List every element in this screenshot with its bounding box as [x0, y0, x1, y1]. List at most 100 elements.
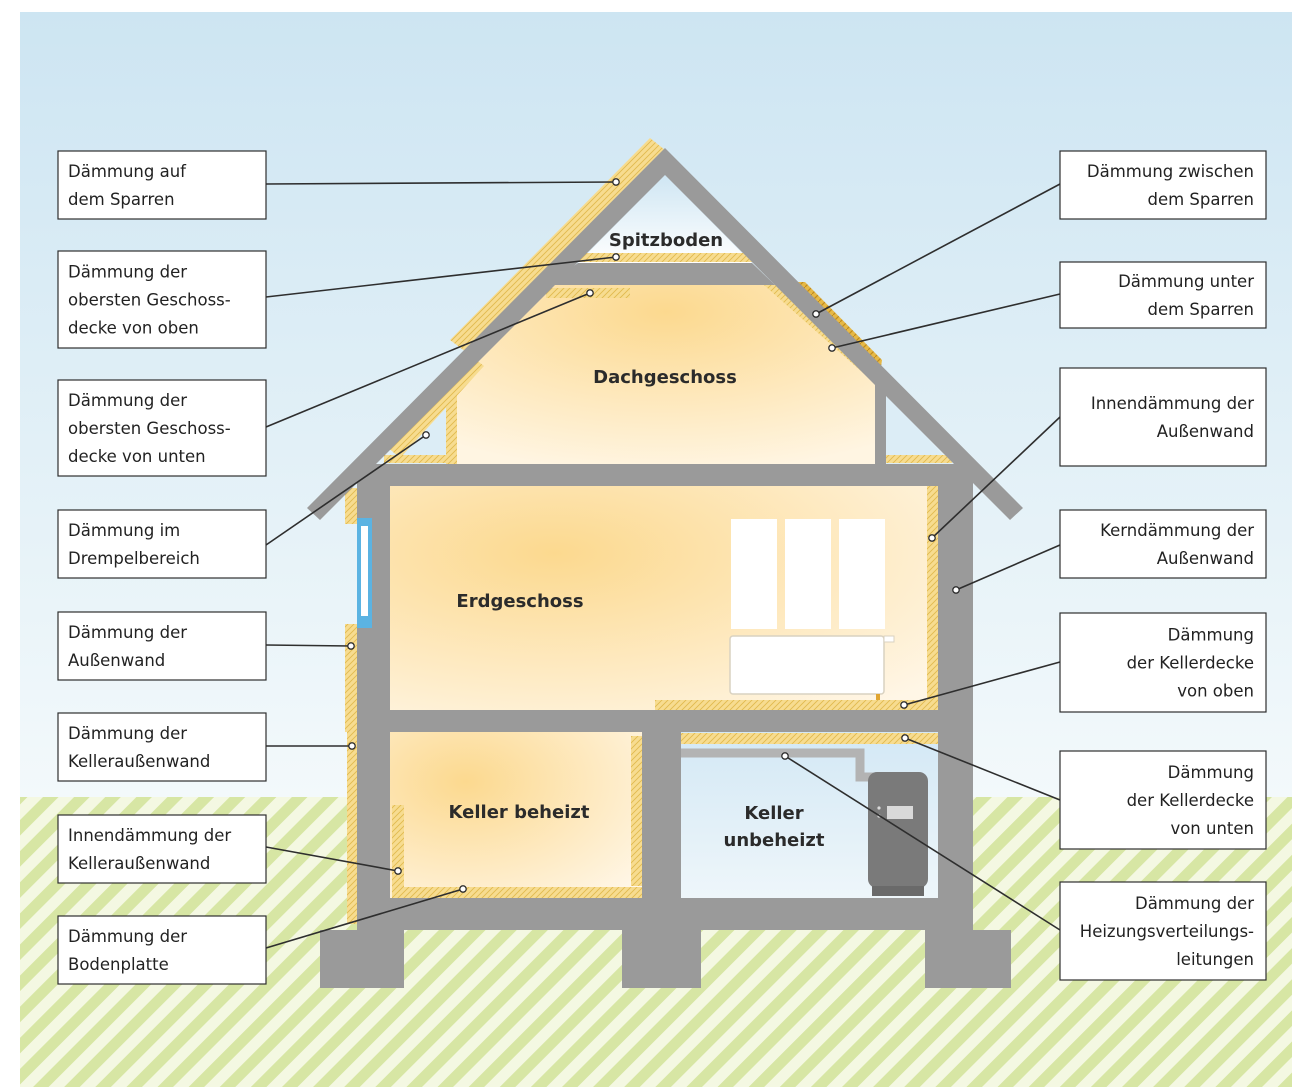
attic-floor — [546, 263, 775, 285]
radiator-pipe — [876, 694, 880, 700]
label-line: Außenwand — [1157, 549, 1254, 568]
boiler-base — [872, 886, 924, 896]
label-line: von unten — [1170, 819, 1254, 838]
label-box — [57, 611, 267, 681]
label-box — [57, 150, 267, 220]
label-box — [1059, 150, 1267, 220]
label-line: Dämmung der — [68, 724, 187, 743]
label-line: dem Sparren — [1147, 300, 1254, 319]
label-box — [1059, 750, 1267, 850]
label-line: Innendämmung der — [1091, 394, 1254, 413]
radiator-valve — [883, 635, 895, 643]
foundation-right — [925, 930, 1011, 988]
label-box — [1059, 881, 1267, 981]
radiator — [729, 635, 885, 695]
label-box — [57, 712, 267, 782]
geschossdecke — [357, 464, 973, 486]
label-line: Dämmung der — [68, 927, 187, 946]
label-line: Kelleraußenwand — [68, 752, 210, 771]
label-line: Innendämmung der — [68, 826, 231, 845]
label-line: Dämmung — [1168, 626, 1254, 645]
label-line: Dämmung auf — [68, 162, 187, 181]
label-box — [1059, 612, 1267, 713]
label-box — [1059, 509, 1267, 579]
label-zwischen-sparren: Dämmung zwischen dem Sparren — [1059, 150, 1267, 220]
label-line: Kelleraußenwand — [68, 854, 210, 873]
label-drempel: Dämmung im Drempelbereich — [57, 509, 267, 579]
interior-window — [731, 519, 885, 629]
label-box — [57, 915, 267, 985]
label-line: Dämmung — [1168, 763, 1254, 782]
insulation-kellerdecke-oben — [655, 700, 927, 710]
label-line: Kerndämmung der — [1100, 521, 1254, 540]
foundation-left — [320, 930, 404, 988]
room-label-spitzboden: Spitzboden — [609, 230, 723, 251]
label-box — [1059, 261, 1267, 329]
dachgeschoss-right-wall — [875, 380, 886, 464]
label-unter-sparren: Dämmung unter dem Sparren — [1059, 261, 1267, 329]
label-line: Dämmung im — [68, 521, 180, 540]
label-line: leitungen — [1176, 950, 1254, 969]
wall-right — [938, 486, 973, 898]
label-line: Dämmung der — [68, 391, 187, 410]
label-line: Dämmung der — [68, 623, 187, 642]
insulation-drempel-floor-right — [886, 455, 952, 463]
room-spitzboden — [578, 175, 752, 263]
insulation-unter-sparren — [764, 285, 880, 388]
insulation-aussenwand-upper — [345, 488, 357, 524]
insulation-auf-sparren-2 — [386, 355, 484, 458]
label-line: Drempelbereich — [68, 549, 200, 568]
insulation-spitzboden-floor — [578, 253, 753, 262]
label-line: Bodenplatte — [68, 955, 169, 974]
label-box — [57, 250, 267, 349]
label-line: obersten Geschoss- — [68, 291, 231, 310]
label-line: der Kellerdecke — [1127, 791, 1254, 810]
wall-keller-middle — [642, 732, 681, 898]
label-line: decke von oben — [68, 319, 199, 338]
label-line: obersten Geschoss- — [68, 419, 231, 438]
label-line: decke von unten — [68, 447, 206, 466]
label-geschossdecke-unten: Dämmung der obersten Geschoss-decke von u… — [57, 379, 267, 477]
label-box — [57, 379, 267, 477]
label-box — [1059, 367, 1267, 467]
label-box — [57, 814, 267, 884]
kellerdecke — [390, 710, 938, 732]
insulation-drempel-floor-left — [384, 455, 446, 463]
label-line: Dämmung unter — [1118, 272, 1254, 291]
label-line: dem Sparren — [1147, 190, 1254, 209]
room-label-keller-unbeheizt-2: unbeheizt — [724, 830, 825, 851]
foundation-middle — [622, 930, 701, 988]
insulation-aussenwand — [345, 624, 357, 732]
boiler-display — [887, 806, 913, 819]
label-line: Heizungsverteilungs- — [1080, 922, 1254, 941]
label-line: Dämmung der — [1135, 894, 1254, 913]
room-dachgeschoss — [457, 285, 875, 464]
label-box — [57, 509, 267, 579]
label-kellerdecke-oben: Dämmung der Kellerdecke von oben — [1059, 612, 1267, 713]
insulation-innen-kelleraussenwand — [392, 805, 404, 898]
insulation-auf-sparren — [450, 138, 665, 355]
insulation-kellerdecke-unten — [681, 733, 938, 744]
room-label-keller-unbeheizt-1: Keller — [744, 803, 803, 824]
label-line: Außenwand — [68, 651, 165, 670]
leader-dots — [347, 178, 960, 893]
label-line: Außenwand — [1157, 422, 1254, 441]
label-line: von oben — [1177, 682, 1254, 701]
room-label-erdgeschoss: Erdgeschoss — [456, 591, 583, 612]
insulation-kelleraussenwand — [347, 732, 357, 924]
room-label-dachgeschoss: Dachgeschoss — [593, 367, 737, 388]
label-kellerdecke-unten: Dämmung der Kellerdecke von unten — [1059, 750, 1267, 850]
label-line: Dämmung zwischen — [1087, 162, 1254, 181]
label-line: der Kellerdecke — [1127, 654, 1254, 673]
window-glass — [361, 526, 368, 616]
